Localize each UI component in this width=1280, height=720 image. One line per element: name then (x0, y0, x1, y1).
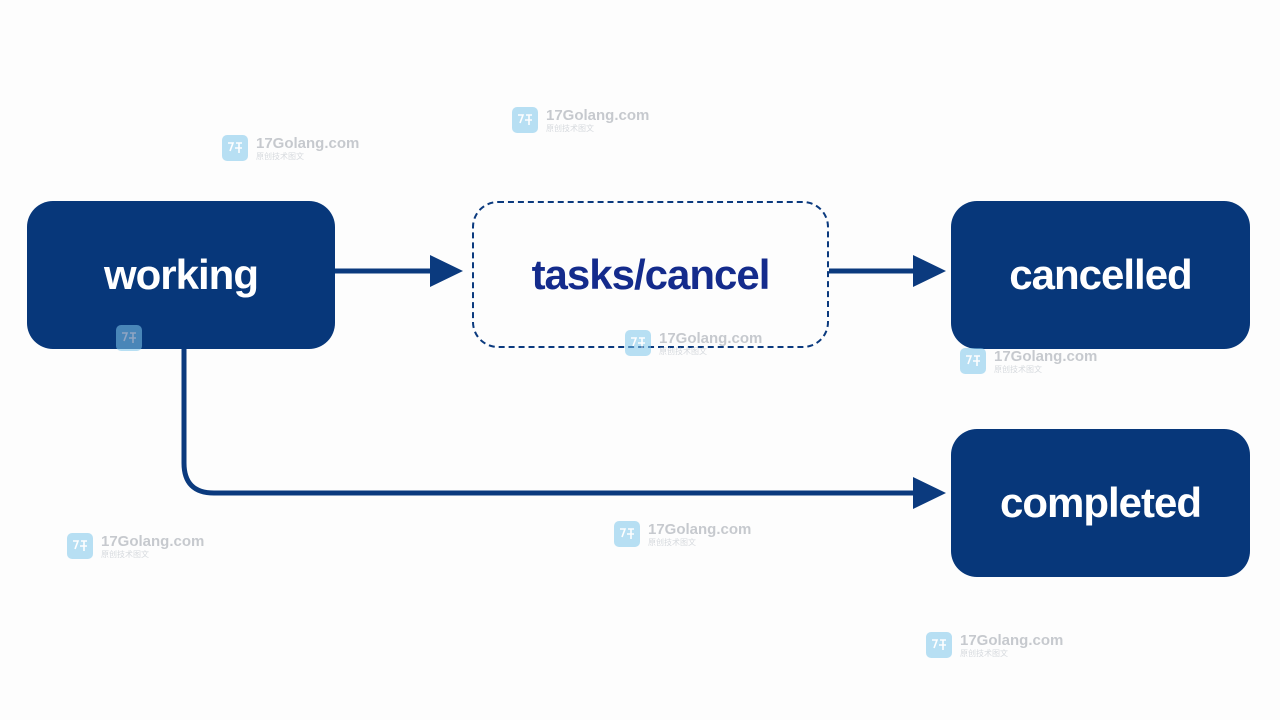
watermark: 17Golang.com 原创技术图文 (512, 107, 649, 133)
node-tasks-cancel: tasks/cancel (472, 201, 829, 348)
watermark-subtitle: 原创技术图文 (960, 648, 1008, 658)
watermark-title: 17Golang.com (256, 134, 360, 152)
edge-tasks-cancel-to-cancelled (829, 255, 946, 287)
watermark-subtitle: 原创技术图文 (648, 537, 696, 547)
watermark-subtitle: 原创技术图文 (994, 364, 1042, 374)
watermark-title: 17Golang.com (101, 532, 205, 550)
watermark-title: 17Golang.com (994, 347, 1098, 365)
watermark-logo-icon (116, 325, 142, 351)
node-cancelled-label: cancelled (1009, 251, 1192, 298)
watermark-title: 17Golang.com (546, 106, 650, 124)
watermark: 17Golang.com 原创技术图文 (926, 632, 1063, 658)
watermark-logo-icon (67, 533, 93, 559)
edge-working-to-completed (181, 348, 946, 509)
watermark-logo-icon (512, 107, 538, 133)
watermark: 17Golang.com 原创技术图文 (625, 330, 762, 356)
watermark-title: 17Golang.com (648, 520, 752, 538)
node-completed-label: completed (999, 479, 1202, 526)
watermark-title: 17Golang.com (960, 631, 1064, 649)
node-working: working (27, 201, 335, 349)
watermark-logo-icon (926, 632, 952, 658)
edge-working-to-tasks-cancel (335, 255, 463, 287)
watermark-subtitle: 原创技术图文 (101, 549, 149, 559)
watermark: 17Golang.com 原创技术图文 (614, 521, 751, 547)
watermark-subtitle: 原创技术图文 (546, 123, 594, 133)
node-cancelled: cancelled (951, 201, 1250, 349)
watermark-subtitle: 原创技术图文 (659, 346, 707, 356)
node-working-label: working (103, 251, 259, 298)
node-completed: completed (951, 429, 1250, 577)
watermark-subtitle: 原创技术图文 (256, 151, 304, 161)
watermark: 17Golang.com 原创技术图文 (960, 348, 1097, 374)
node-tasks-cancel-label: tasks/cancel (531, 250, 771, 298)
watermark-logo-icon (960, 348, 986, 374)
watermark-logo-icon (222, 135, 248, 161)
watermark: 17Golang.com 原创技术图文 (67, 533, 204, 559)
watermark-title: 17Golang.com (659, 329, 763, 347)
watermark-logo-icon (625, 330, 651, 356)
watermark: 17Golang.com 原创技术图文 (222, 135, 359, 161)
watermark-logo-icon (614, 521, 640, 547)
watermark (116, 325, 150, 351)
